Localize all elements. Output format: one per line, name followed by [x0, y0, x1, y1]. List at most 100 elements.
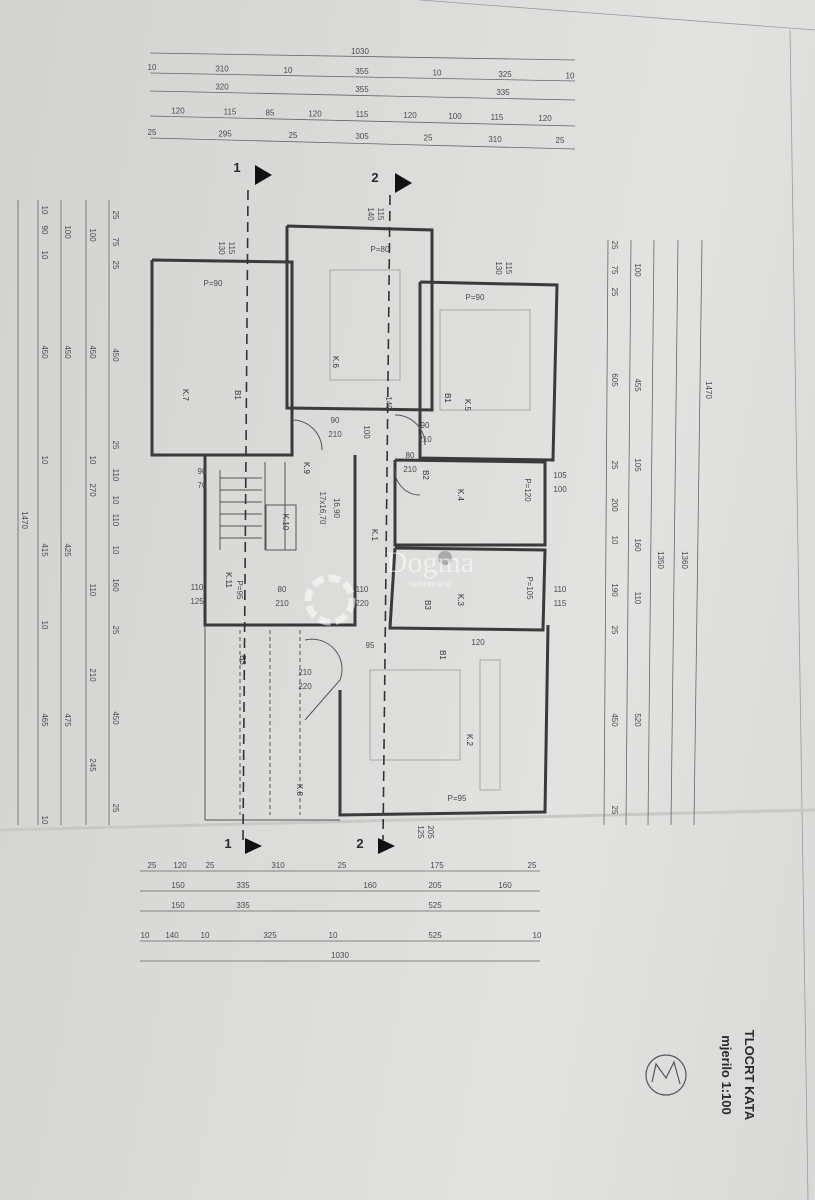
- dimension-line: [149, 90, 576, 101]
- dimension-label: 310: [488, 135, 502, 144]
- dimension-label: 450: [111, 348, 120, 362]
- paper-fold: [0, 808, 815, 832]
- dimension-label: 25: [148, 128, 157, 137]
- room-label-6: K.6: [331, 356, 340, 369]
- dimension-label: 25: [610, 241, 619, 250]
- dimension-line: [670, 239, 679, 826]
- dimension-label: 10: [111, 496, 120, 505]
- dimension-label: 245: [88, 758, 97, 772]
- dimension-line: [625, 239, 632, 826]
- dimension-label: 25: [610, 626, 619, 635]
- dimension-label: 25: [424, 134, 433, 143]
- dimension-label: 10: [433, 69, 442, 78]
- walls: [150, 165, 559, 854]
- opening-dimension-label: 140: [366, 207, 375, 221]
- dimension-label: 1470: [20, 511, 29, 529]
- dimension-label: 475: [63, 713, 72, 727]
- floor-code-label: B3: [238, 655, 247, 665]
- section-marker-label: 2: [356, 836, 363, 851]
- dimension-label: 1350: [656, 551, 665, 569]
- dimension-label: 10: [148, 63, 157, 72]
- floor-code-label: B1: [233, 390, 242, 400]
- dimension-label: 295: [218, 130, 232, 139]
- opening-dimension-label: P=105: [525, 576, 534, 600]
- dimension-label: 110: [111, 469, 120, 482]
- room-label-9: K.9: [302, 462, 311, 475]
- dimension-label: 110: [111, 514, 120, 527]
- dimension-label: 270: [88, 483, 97, 497]
- dimension-label: 25: [148, 861, 157, 870]
- dimension-label: 1030: [331, 951, 349, 960]
- dimension-label: 100: [448, 112, 462, 121]
- staircase: [219, 462, 297, 551]
- room-label-2: K.2: [465, 734, 474, 747]
- dimension-label: 25: [610, 806, 619, 815]
- room-label-11: K.11: [224, 572, 233, 588]
- opening-dimension-label: 105: [553, 471, 567, 480]
- dimension-label: 25: [556, 136, 565, 145]
- opening-dimension-label: 220: [355, 599, 369, 608]
- opening-dimension-label: 17x16,70: [318, 492, 327, 525]
- opening-dimension-label: 115: [376, 208, 385, 221]
- dimension-label: 450: [111, 711, 120, 725]
- dimension-label: 100: [63, 225, 72, 239]
- dimension-label: 10: [40, 816, 49, 825]
- dimension-label: 325: [263, 931, 277, 940]
- opening-dimension-label: P=80: [371, 245, 390, 254]
- opening-dimension-label: 100: [362, 425, 371, 439]
- dimension-label: 25: [338, 861, 347, 870]
- dimension-label: 190: [610, 583, 619, 597]
- dimension-label: 1470: [704, 381, 713, 399]
- dimension-label: 465: [40, 713, 49, 727]
- opening-dimension-label: 80: [406, 451, 415, 460]
- dimension-label: 10: [40, 456, 49, 465]
- dimension-label: 105: [633, 458, 642, 472]
- dimension-label: 10: [201, 931, 210, 940]
- opening-dimension-label: 210: [403, 465, 417, 474]
- dimension-line: [149, 52, 576, 61]
- dimension-label: 115: [491, 113, 504, 122]
- dimension-line: [149, 115, 576, 127]
- dimension-label: 450: [88, 345, 97, 359]
- dimension-label: 115: [224, 108, 237, 117]
- dimension-label: 110: [88, 584, 97, 597]
- dimension-label: 25: [610, 461, 619, 470]
- dimension-label: 25: [528, 861, 537, 870]
- dimension-label: 10: [40, 621, 49, 630]
- dimension-label: 10: [284, 66, 293, 75]
- floor-code-label: B3: [423, 600, 432, 610]
- room-label-5: K.5: [463, 399, 472, 412]
- circle-monogram-logo-icon: [645, 1054, 687, 1096]
- room-label-1: K.1: [370, 529, 379, 542]
- dimension-label: 120: [173, 861, 187, 870]
- dimension-label: 320: [215, 82, 229, 91]
- dimension-label: 120: [171, 107, 185, 116]
- section-marker-label: 2: [371, 170, 378, 185]
- dimension-label: 335: [236, 901, 250, 910]
- dimension-line: [149, 137, 576, 150]
- dimension-label: 160: [633, 538, 642, 552]
- dimension-label: 335: [496, 88, 510, 97]
- dimension-label: 10: [566, 71, 575, 80]
- dimension-label: 205: [428, 881, 442, 890]
- dimension-label: 520: [633, 713, 642, 727]
- dimension-label: 210: [88, 668, 97, 682]
- floor-code-label: B1: [443, 393, 452, 403]
- dimension-label: 120: [403, 111, 417, 120]
- dimension-label: 455: [633, 378, 642, 392]
- dimension-label: 25: [111, 626, 120, 635]
- section-arrow: [255, 165, 272, 185]
- dimension-label: 10: [111, 546, 120, 555]
- dimension-label: 25: [610, 288, 619, 297]
- opening-dimension-label: P=90: [204, 279, 223, 288]
- room-label-8: K.8: [295, 784, 304, 797]
- opening-dimension-label: 125: [190, 597, 204, 606]
- dimension-label: 25: [111, 211, 120, 220]
- opening-dimension-label: 90: [421, 421, 430, 430]
- room-label-10: K.10: [281, 514, 290, 531]
- door-swing: [304, 638, 343, 721]
- dimension-label: 525: [428, 931, 442, 940]
- dimension-label: 310: [271, 861, 285, 870]
- opening-dimension-label: 120: [471, 638, 485, 647]
